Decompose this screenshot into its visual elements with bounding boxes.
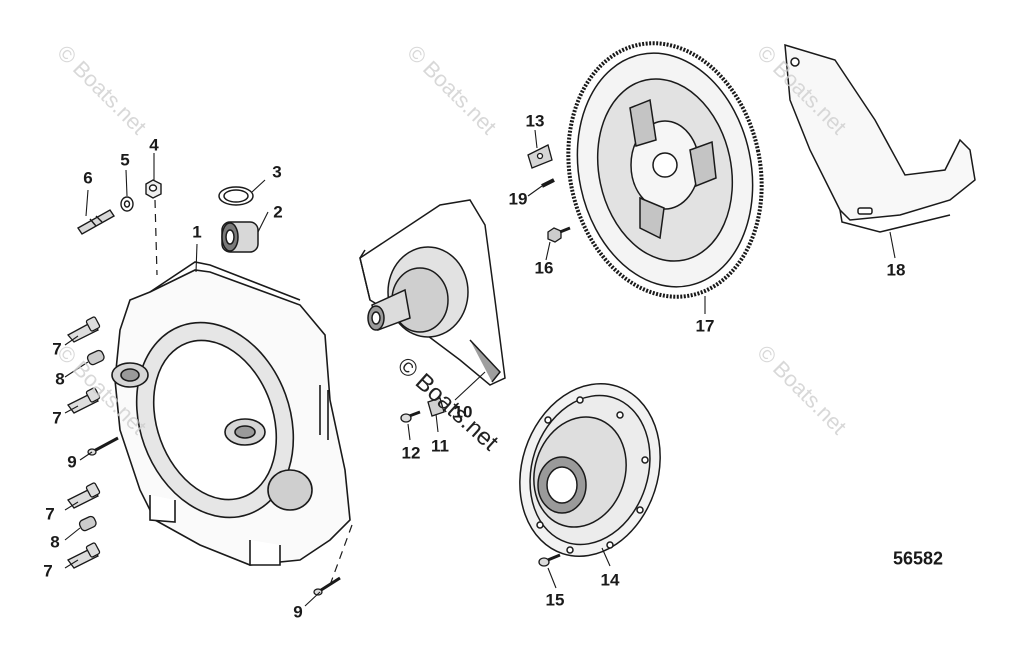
nut-16	[547, 226, 571, 243]
callout-2[interactable]: 2	[273, 202, 283, 222]
callout-10[interactable]: 10	[453, 402, 473, 422]
callout-5[interactable]: 5	[120, 150, 130, 170]
callout-3[interactable]: 3	[272, 162, 282, 182]
bolt-bottom	[67, 542, 101, 569]
screw-left	[87, 436, 119, 456]
callout-9[interactable]: 9	[67, 452, 77, 472]
callout-11[interactable]: 11	[431, 436, 449, 456]
bushing	[221, 221, 259, 253]
callout-9[interactable]: 9	[293, 602, 303, 622]
flywheel	[566, 41, 764, 299]
leader-lines	[64, 129, 896, 607]
callout-14[interactable]: 14	[600, 570, 620, 590]
figure-id: 56582	[892, 548, 944, 569]
bolt-mid	[67, 387, 101, 414]
bolt-lower	[67, 482, 101, 509]
center-lines	[154, 199, 353, 586]
bolt-upper	[66, 316, 101, 343]
screw-12	[400, 410, 421, 423]
callout-17[interactable]: 17	[695, 316, 715, 336]
dowel-lower	[78, 515, 97, 532]
screw-bottom	[313, 576, 341, 596]
clip	[427, 397, 445, 417]
callout-18[interactable]: 18	[886, 260, 906, 280]
callout-7[interactable]: 7	[43, 561, 53, 581]
callout-12[interactable]: 12	[401, 443, 421, 463]
stud	[76, 209, 116, 235]
callout-7[interactable]: 7	[52, 408, 62, 428]
drive-plate	[519, 382, 661, 558]
callout-16[interactable]: 16	[534, 258, 554, 278]
nut	[145, 179, 162, 199]
callout-19[interactable]: 19	[508, 189, 528, 209]
callout-8[interactable]: 8	[50, 532, 60, 552]
callout-8[interactable]: 8	[55, 369, 65, 389]
o-ring	[218, 186, 254, 206]
bracket	[527, 144, 553, 169]
dowel-upper	[86, 349, 105, 366]
callout-7[interactable]: 7	[45, 504, 55, 524]
callout-13[interactable]: 13	[525, 111, 545, 131]
screw-15	[538, 553, 561, 567]
flywheel-shield	[784, 43, 976, 233]
flywheel-housing	[111, 261, 351, 566]
callout-4[interactable]: 4	[149, 135, 159, 155]
washer	[120, 196, 134, 212]
adapter-plate	[359, 199, 506, 386]
callout-6[interactable]: 6	[83, 168, 93, 188]
callout-1[interactable]: 1	[192, 222, 202, 242]
callout-15[interactable]: 15	[545, 590, 565, 610]
callout-7[interactable]: 7	[52, 339, 62, 359]
pin	[541, 178, 555, 188]
